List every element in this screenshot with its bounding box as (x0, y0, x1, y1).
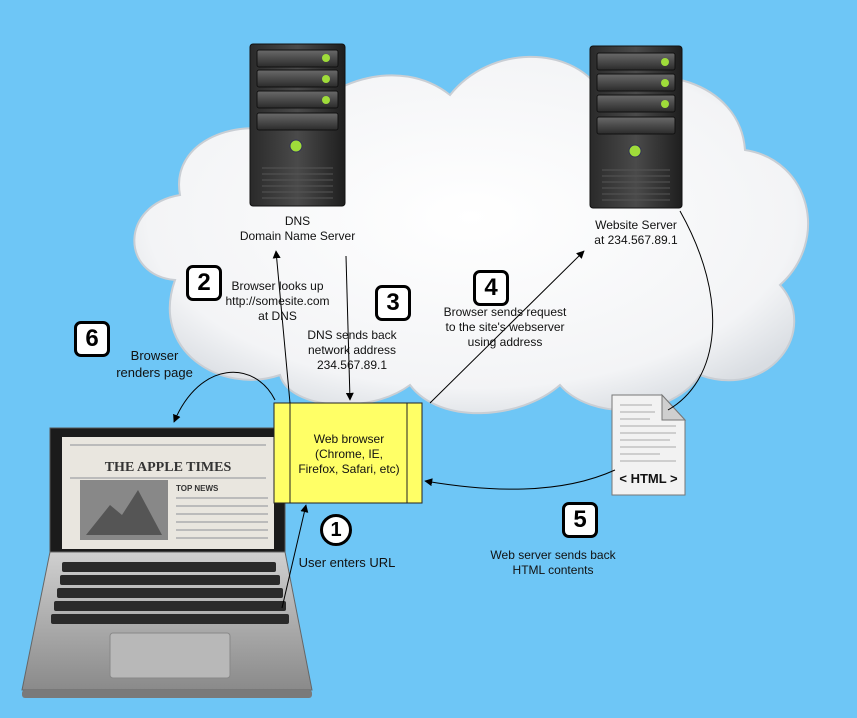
step-2-line-1: Browser looks up (231, 279, 324, 293)
dns-server-title: DNS (284, 214, 311, 228)
step-5-line-1: Web server sends back (490, 548, 616, 562)
step-1-badge: 1 (320, 514, 352, 546)
step-3-line-2: network address (307, 343, 397, 357)
step-1-label: User enters URL (298, 555, 396, 570)
step-2-badge: 2 (186, 265, 222, 301)
step-5-line-2: HTML contents (512, 563, 594, 577)
step-6-line-1: Browser (130, 348, 179, 363)
laptop-masthead: THE APPLE TIMES (104, 460, 232, 475)
step-4-line-2: to the site's webserver (445, 320, 565, 334)
laptop-section: TOP NEWS (176, 484, 219, 493)
browser-label: Web browser (Chrome, IE, Firefox, Safari… (290, 432, 408, 477)
browser-line-3: Firefox, Safari, etc) (298, 462, 400, 476)
web-server-subtitle: at 234.567.89.1 (594, 233, 678, 247)
step-2-line-3: at DNS (258, 309, 297, 323)
browser-box (273, 402, 423, 504)
flow-arrows (173, 210, 714, 609)
step-3-badge: 3 (375, 285, 411, 321)
step-4-label: Browser sends request to the site's webs… (430, 305, 580, 350)
website-server-icon (589, 45, 683, 209)
step-3-line-3: 234.567.89.1 (316, 358, 388, 372)
step-2-label: Browser looks up http://somesite.com at … (215, 279, 340, 324)
step-4-line-3: using address (467, 335, 543, 349)
step-4-badge: 4 (473, 270, 509, 306)
step-2-line-2: http://somesite.com (225, 294, 330, 308)
html-document-icon (611, 393, 687, 496)
web-server-title: Website Server (595, 218, 677, 232)
step-4-line-1: Browser sends request (443, 305, 567, 319)
browser-line-2: (Chrome, IE, (314, 447, 383, 461)
step-5-label: Web server sends back HTML contents (478, 548, 628, 578)
step-3-line-1: DNS sends back (307, 328, 397, 342)
dns-server-subtitle: Domain Name Server (239, 229, 356, 243)
laptop-icon (21, 427, 313, 698)
step-6-label: Browser renders page (112, 347, 197, 381)
step-3-label: DNS sends back network address 234.567.8… (292, 328, 412, 373)
step-6-badge: 6 (74, 321, 110, 357)
browser-line-1: Web browser (313, 432, 385, 446)
html-document-label: < HTML > (619, 471, 678, 486)
step-5-badge: 5 (562, 502, 598, 538)
dns-server-icon (249, 43, 346, 207)
step-6-line-2: renders page (116, 365, 193, 380)
